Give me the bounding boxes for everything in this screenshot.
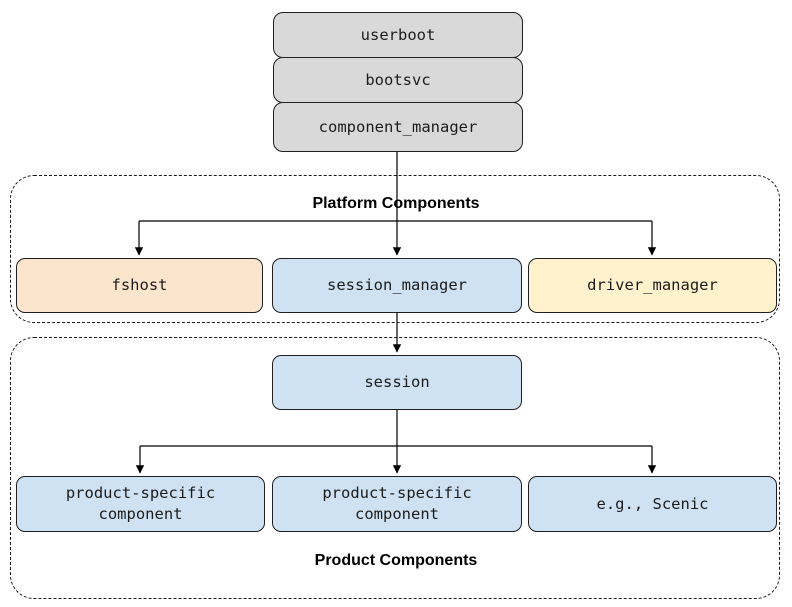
node-eg-scenic: e.g., Scenic [528,476,777,532]
product-components-group [10,337,780,599]
node-component-manager: component_manager [273,102,523,152]
node-component-manager-label: component_manager [318,117,478,136]
platform-components-title: Platform Components [312,195,480,212]
node-driver-manager-label: driver_manager [587,276,718,295]
node-session-label: session [364,373,430,392]
platform-components-group [10,175,780,323]
node-product-specific-1-label: product-specific component [65,484,216,523]
node-product-specific-2: product-specific component [272,476,522,532]
node-bootsvc: bootsvc [273,57,523,103]
node-eg-scenic-label: e.g., Scenic [596,494,709,513]
node-bootsvc-label: bootsvc [365,70,431,89]
node-session: session [272,355,522,410]
node-userboot: userboot [273,12,523,58]
node-userboot-label: userboot [360,25,436,44]
node-fshost: fshost [16,258,263,313]
node-session-manager: session_manager [272,258,522,313]
product-components-title: Product Components [314,552,478,569]
node-product-specific-2-label: product-specific component [322,484,472,523]
node-fshost-label: fshost [111,276,168,295]
node-driver-manager: driver_manager [528,258,777,313]
node-product-specific-1: product-specific component [16,476,265,532]
node-session-manager-label: session_manager [327,276,467,295]
